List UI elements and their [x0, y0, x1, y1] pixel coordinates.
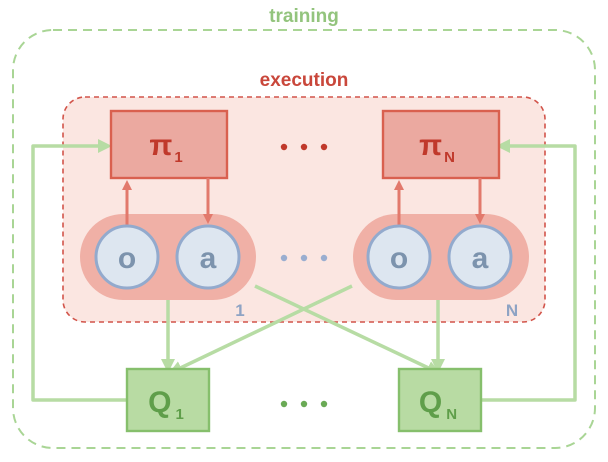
training-label: training [269, 6, 339, 27]
critic-ellipsis [280, 400, 328, 408]
arrow-agent-n-to-critic-1 [168, 284, 353, 375]
critic-1-box [125, 367, 211, 433]
observation-1-label: o [118, 242, 136, 275]
critic-n-box [397, 367, 483, 433]
action-n-node [447, 224, 513, 290]
arrow-agent-1-to-critic-n [254, 284, 441, 375]
policy-n-box [381, 109, 501, 180]
arrow-critic-1-to-policy-1 [31, 139, 127, 402]
execution-label: execution [260, 70, 349, 91]
observation-n-label: o [390, 242, 408, 275]
group-n-index: N [506, 301, 518, 320]
agent-ellipsis [280, 254, 328, 262]
action-1-label: a [200, 242, 217, 275]
action-n-label: a [472, 242, 489, 275]
action-1-node [175, 224, 241, 290]
group-1-index: 1 [235, 301, 244, 320]
arrow-critic-n-to-policy-n [481, 139, 577, 402]
policy-1-box [109, 109, 229, 180]
observation-n-node [366, 224, 432, 290]
policy-ellipsis [280, 143, 328, 151]
training-boundary [12, 29, 596, 449]
observation-1-node [94, 224, 160, 290]
